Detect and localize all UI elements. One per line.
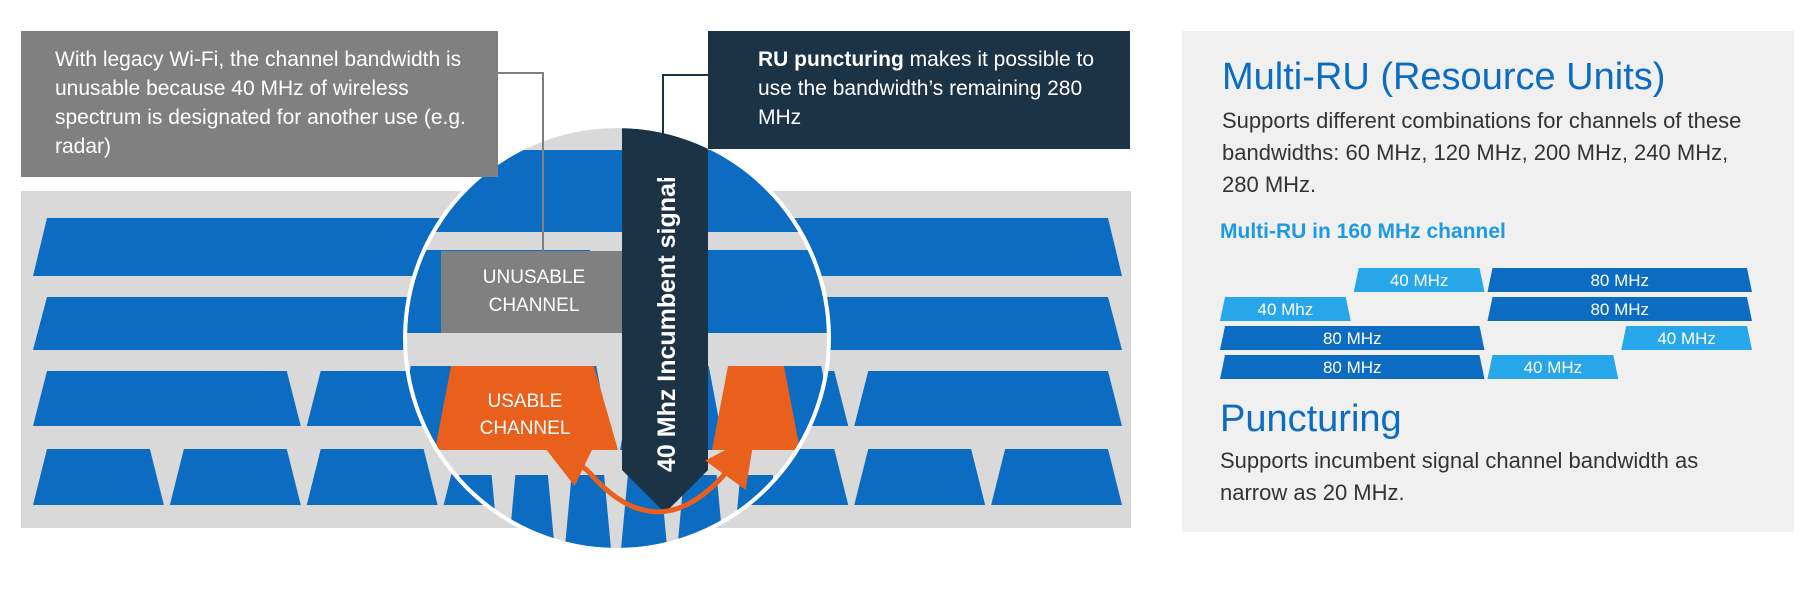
ru-segment-label: 40 MHz bbox=[1657, 329, 1716, 348]
ru-segment bbox=[1353, 268, 1485, 292]
incumbent-label: 40 Mhz Incumbent signal bbox=[653, 176, 681, 472]
ru-callout-bold: RU puncturing bbox=[758, 48, 904, 71]
unusable-label-line2: CHANNEL bbox=[489, 295, 580, 316]
ru-segment bbox=[1487, 297, 1752, 321]
ru-segment bbox=[1487, 355, 1619, 379]
unusable-label-line1: UNUSABLE bbox=[483, 267, 585, 288]
multi-ru-title: Multi-RU (Resource Units) bbox=[1222, 56, 1666, 98]
usable-label-line1: USABLE bbox=[488, 391, 563, 412]
usable-channel-left bbox=[435, 366, 618, 450]
ru-segment-label: 40 MHz bbox=[1524, 358, 1583, 377]
multi-ru-chart: 40 MHz 80 MHz 40 Mhz 80 MHz 80 MHz 40 MHz 80 M… bbox=[1220, 268, 1752, 379]
ru-callout-text: makes it possible to use the bandwidth’s… bbox=[758, 48, 1095, 129]
spectrum-diagram: UNUSABLE CHANNEL USABLE CHANNEL 40 Mhz I… bbox=[21, 72, 1131, 548]
zoomed-channel-block bbox=[407, 150, 827, 232]
channel-block bbox=[991, 449, 1122, 505]
ru-puncturing-callout: RU puncturing makes it possible to use t… bbox=[708, 31, 1130, 149]
puncturing-text: Supports incumbent signal channel bandwi… bbox=[1220, 448, 1699, 505]
puncturing-title: Puncturing bbox=[1220, 398, 1402, 440]
zoomed-channel-block bbox=[507, 475, 556, 548]
multi-ru-text: Supports different combinations for chan… bbox=[1222, 108, 1742, 197]
reuse-arrow bbox=[586, 434, 755, 515]
ru-segment-label: 40 Mhz bbox=[1258, 300, 1314, 319]
channel-block bbox=[854, 371, 1122, 426]
ru-segment-label: 80 MHz bbox=[1590, 300, 1649, 319]
incumbent-signal bbox=[622, 128, 708, 513]
ru-segment bbox=[1220, 326, 1485, 350]
zoomed-channel-block bbox=[563, 475, 612, 548]
ru-segment bbox=[1621, 326, 1752, 350]
usable-channel-right bbox=[712, 366, 800, 450]
ru-chart-title: Multi-RU in 160 MHz channel bbox=[1220, 220, 1506, 243]
ru-segment-label: 80 MHz bbox=[1590, 271, 1649, 290]
channel-block bbox=[33, 449, 164, 505]
usable-label-line2: CHANNEL bbox=[480, 418, 571, 439]
ru-segment bbox=[1220, 355, 1485, 379]
channel-block bbox=[169, 449, 301, 505]
channel-block bbox=[854, 449, 986, 505]
ru-segment bbox=[1487, 268, 1752, 292]
legacy-connector bbox=[497, 72, 544, 253]
ru-segment-label: 80 MHz bbox=[1323, 329, 1382, 348]
info-panel: Multi-RU (Resource Units) Supports diffe… bbox=[1182, 31, 1794, 532]
ru-connector bbox=[662, 74, 708, 180]
reuse-arrow-left bbox=[543, 435, 599, 487]
legacy-wifi-callout: With legacy Wi-Fi, the channel bandwidth… bbox=[21, 31, 498, 177]
ru-segment-label: 40 MHz bbox=[1390, 271, 1449, 290]
channel-block bbox=[306, 449, 438, 505]
ru-segment-label: 80 MHz bbox=[1323, 358, 1382, 377]
channel-block bbox=[33, 371, 301, 426]
ru-segment bbox=[1220, 297, 1351, 321]
